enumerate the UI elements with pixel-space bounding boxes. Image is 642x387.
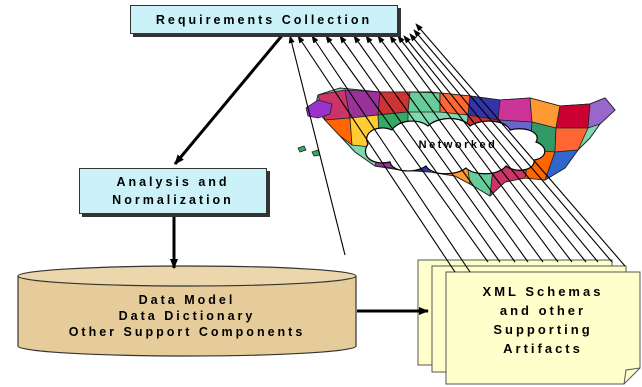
artifacts-line-3: Supporting xyxy=(493,322,593,337)
arrow-requirements-to-analysis xyxy=(173,31,287,165)
artifacts-line-2: and other xyxy=(499,303,587,318)
requirements-collection-box: Requirements Collection xyxy=(130,5,398,34)
analysis-line-2: Normalization xyxy=(112,193,234,207)
feedback-arrows xyxy=(288,23,626,273)
data-model-cylinder xyxy=(17,265,357,357)
datamodel-line-1: Data Model xyxy=(138,293,236,307)
artifacts-line-1: XML Schemas xyxy=(482,284,604,299)
analysis-line-1: Analysis and xyxy=(116,175,230,189)
networked-cloud xyxy=(364,117,546,175)
artifacts-label: XML Schemas and other Supporting Artifac… xyxy=(446,282,640,358)
datamodel-line-2: Data Dictionary xyxy=(118,309,256,323)
artifacts-line-4: Artifacts xyxy=(503,341,583,356)
datamodel-line-3: Other Support Components xyxy=(68,325,306,339)
data-model-label: Data Model Data Dictionary Other Support… xyxy=(18,292,356,340)
analysis-normalization-box: Analysis and Normalization xyxy=(79,168,267,214)
artifact-documents xyxy=(417,259,641,385)
networked-label: Networked xyxy=(418,139,498,151)
requirements-label: Requirements Collection xyxy=(155,12,373,27)
